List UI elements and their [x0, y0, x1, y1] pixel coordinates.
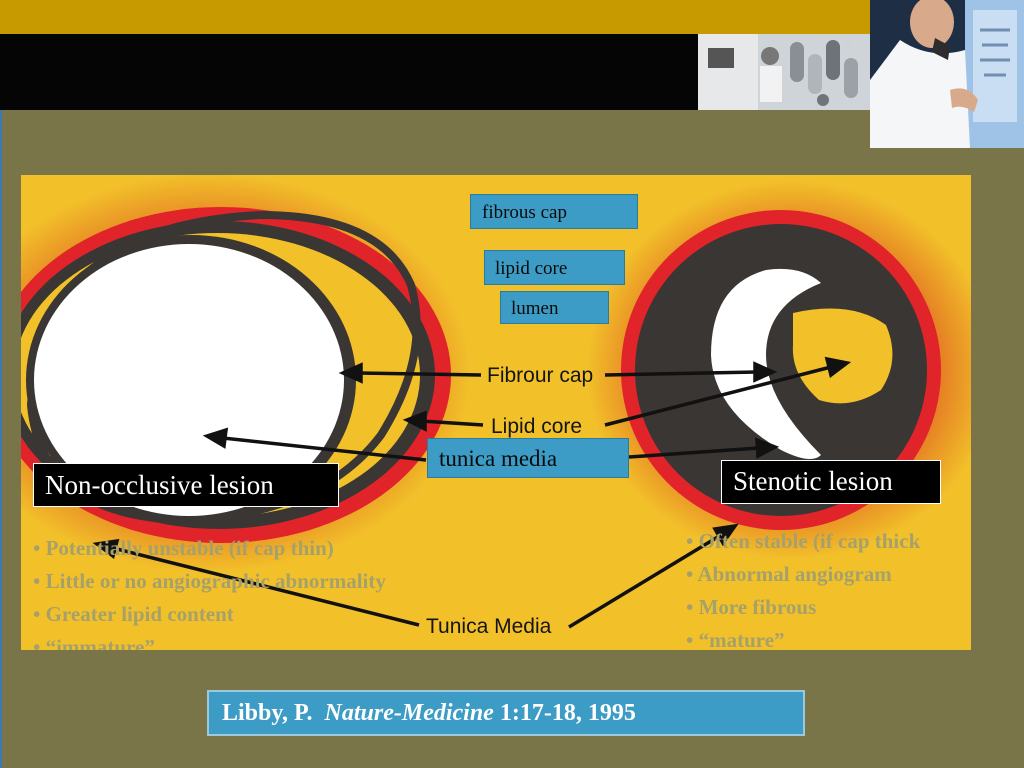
fibrous-cap-diagram-label: Fibrour cap: [487, 364, 593, 387]
bullet-item: • Potentially unstable (if cap thin): [33, 536, 334, 560]
lipid-core-label: lipid core: [484, 250, 625, 285]
bullet-item: • “immature”: [33, 635, 155, 650]
stenotic-artery: [621, 210, 941, 530]
atherosclerosis-diagram-panel: Fibrour cap Lipid core Tunica Media fibr…: [21, 175, 971, 650]
doctor-xray-photo: [870, 0, 1024, 148]
lab-photo-strip: [698, 34, 870, 110]
stenotic-lesion-title: Stenotic lesion: [721, 460, 941, 504]
bullet-item: • Abnormal angiogram: [686, 562, 892, 586]
tunica-media-label: tunica media: [427, 438, 629, 478]
diagram-arrows: [92, 356, 852, 629]
fibrous-cap-label: fibrous cap: [470, 194, 638, 229]
left-edge-line: [0, 0, 2, 768]
citation-box: Libby, P. Nature-Medicine 1:17-18, 1995: [207, 690, 805, 736]
bullet-item: • Little or no angiographic abnormality: [33, 569, 386, 593]
tunica-media-diagram-label: Tunica Media: [426, 615, 552, 638]
lipid-core-diagram-label: Lipid core: [491, 415, 582, 438]
bullet-item: • More fibrous: [686, 595, 817, 619]
non-occlusive-artery: [21, 207, 451, 543]
diagram-illustration: Fibrour cap Lipid core Tunica Media: [21, 175, 971, 650]
citation-journal: Nature-Medicine: [324, 700, 494, 726]
lumen-label: lumen: [500, 291, 609, 324]
bullet-item: • Greater lipid content: [33, 602, 234, 626]
stenotic-bullet-list: • Often stable (if cap thick • Abnormal …: [686, 525, 920, 650]
non-occlusive-lesion-title: Non-occlusive lesion: [33, 463, 339, 507]
bullet-item: • “mature”: [686, 628, 785, 650]
citation-author: Libby, P.: [222, 700, 325, 726]
non-occlusive-bullet-list: • Potentially unstable (if cap thin) • L…: [33, 532, 386, 650]
bullet-item: • Often stable (if cap thick: [686, 529, 921, 553]
citation-details: 1:17-18, 1995: [493, 700, 636, 726]
header-gold-bar: [0, 0, 870, 34]
